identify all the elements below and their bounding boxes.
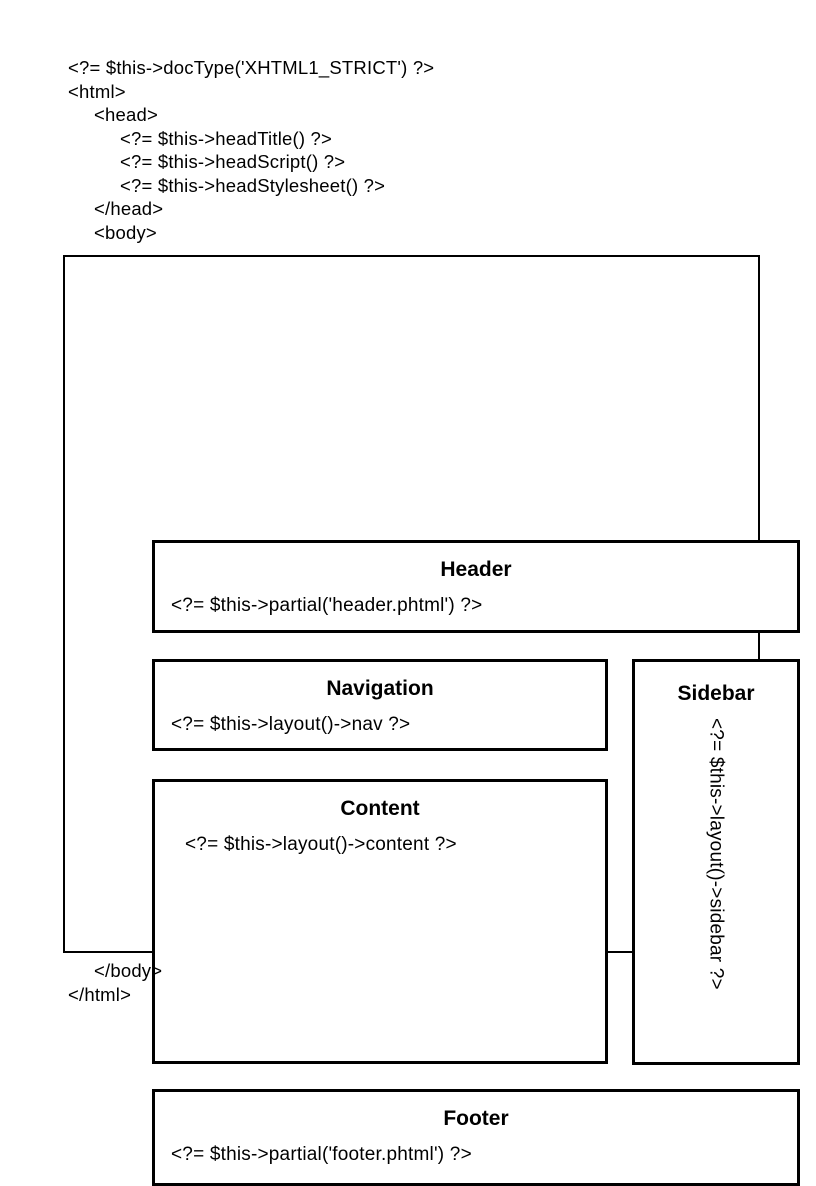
code-line-head-open: <head> <box>94 104 158 125</box>
header-box-title: Header <box>440 558 512 581</box>
code-line-head-title: <?= $this->headTitle() ?> <box>120 127 333 149</box>
navigation-box-code: <?= $this->layout()->nav ?> <box>171 714 411 735</box>
bottom-code-listing: </body> </html> <box>68 959 162 1006</box>
body-container-box: Header <?= $this->partial('header.phtml'… <box>63 255 800 1186</box>
content-box: Content <?= $this->layout()->content ?> <box>152 779 608 1064</box>
content-box-title: Content <box>340 797 420 820</box>
code-line-head-script: <?= $this->headScript() ?> <box>120 151 346 172</box>
header-box: Header <?= $this->partial('header.phtml'… <box>152 540 800 633</box>
code-line-body-open: <body> <box>94 221 157 243</box>
content-box-code: <?= $this->layout()->content ?> <box>185 834 457 855</box>
sidebar-box: Sidebar <?= $this->layout()->sidebar ?> <box>632 659 800 1065</box>
code-line-html-close: </html> <box>68 983 132 1005</box>
footer-box: Footer <?= $this->partial('footer.phtml'… <box>152 1089 800 1186</box>
top-code-listing: <?= $this->docType('XHTML1_STRICT') ?> <… <box>68 56 434 244</box>
navigation-box-title: Navigation <box>326 677 434 700</box>
sidebar-box-code: <?= $this->layout()->sidebar ?> <box>705 718 727 990</box>
footer-box-code: <?= $this->partial('footer.phtml') ?> <box>171 1144 472 1165</box>
navigation-box: Navigation <?= $this->layout()->nav ?> <box>152 659 608 751</box>
code-line-body-close: </body> <box>94 960 163 981</box>
footer-box-title: Footer <box>443 1107 509 1130</box>
code-line-head-stylesheet: <?= $this->headStylesheet() ?> <box>120 174 386 196</box>
header-box-code: <?= $this->partial('header.phtml') ?> <box>171 595 483 616</box>
code-line-head-close: </head> <box>94 198 164 219</box>
code-line-html-open: <html> <box>68 80 126 102</box>
layout-diagram-page: { "document": { "top_code": { "lines": [… <box>63 56 800 1186</box>
code-line-doctype: <?= $this->docType('XHTML1_STRICT') ?> <box>68 57 435 78</box>
sidebar-box-title: Sidebar <box>677 682 755 705</box>
